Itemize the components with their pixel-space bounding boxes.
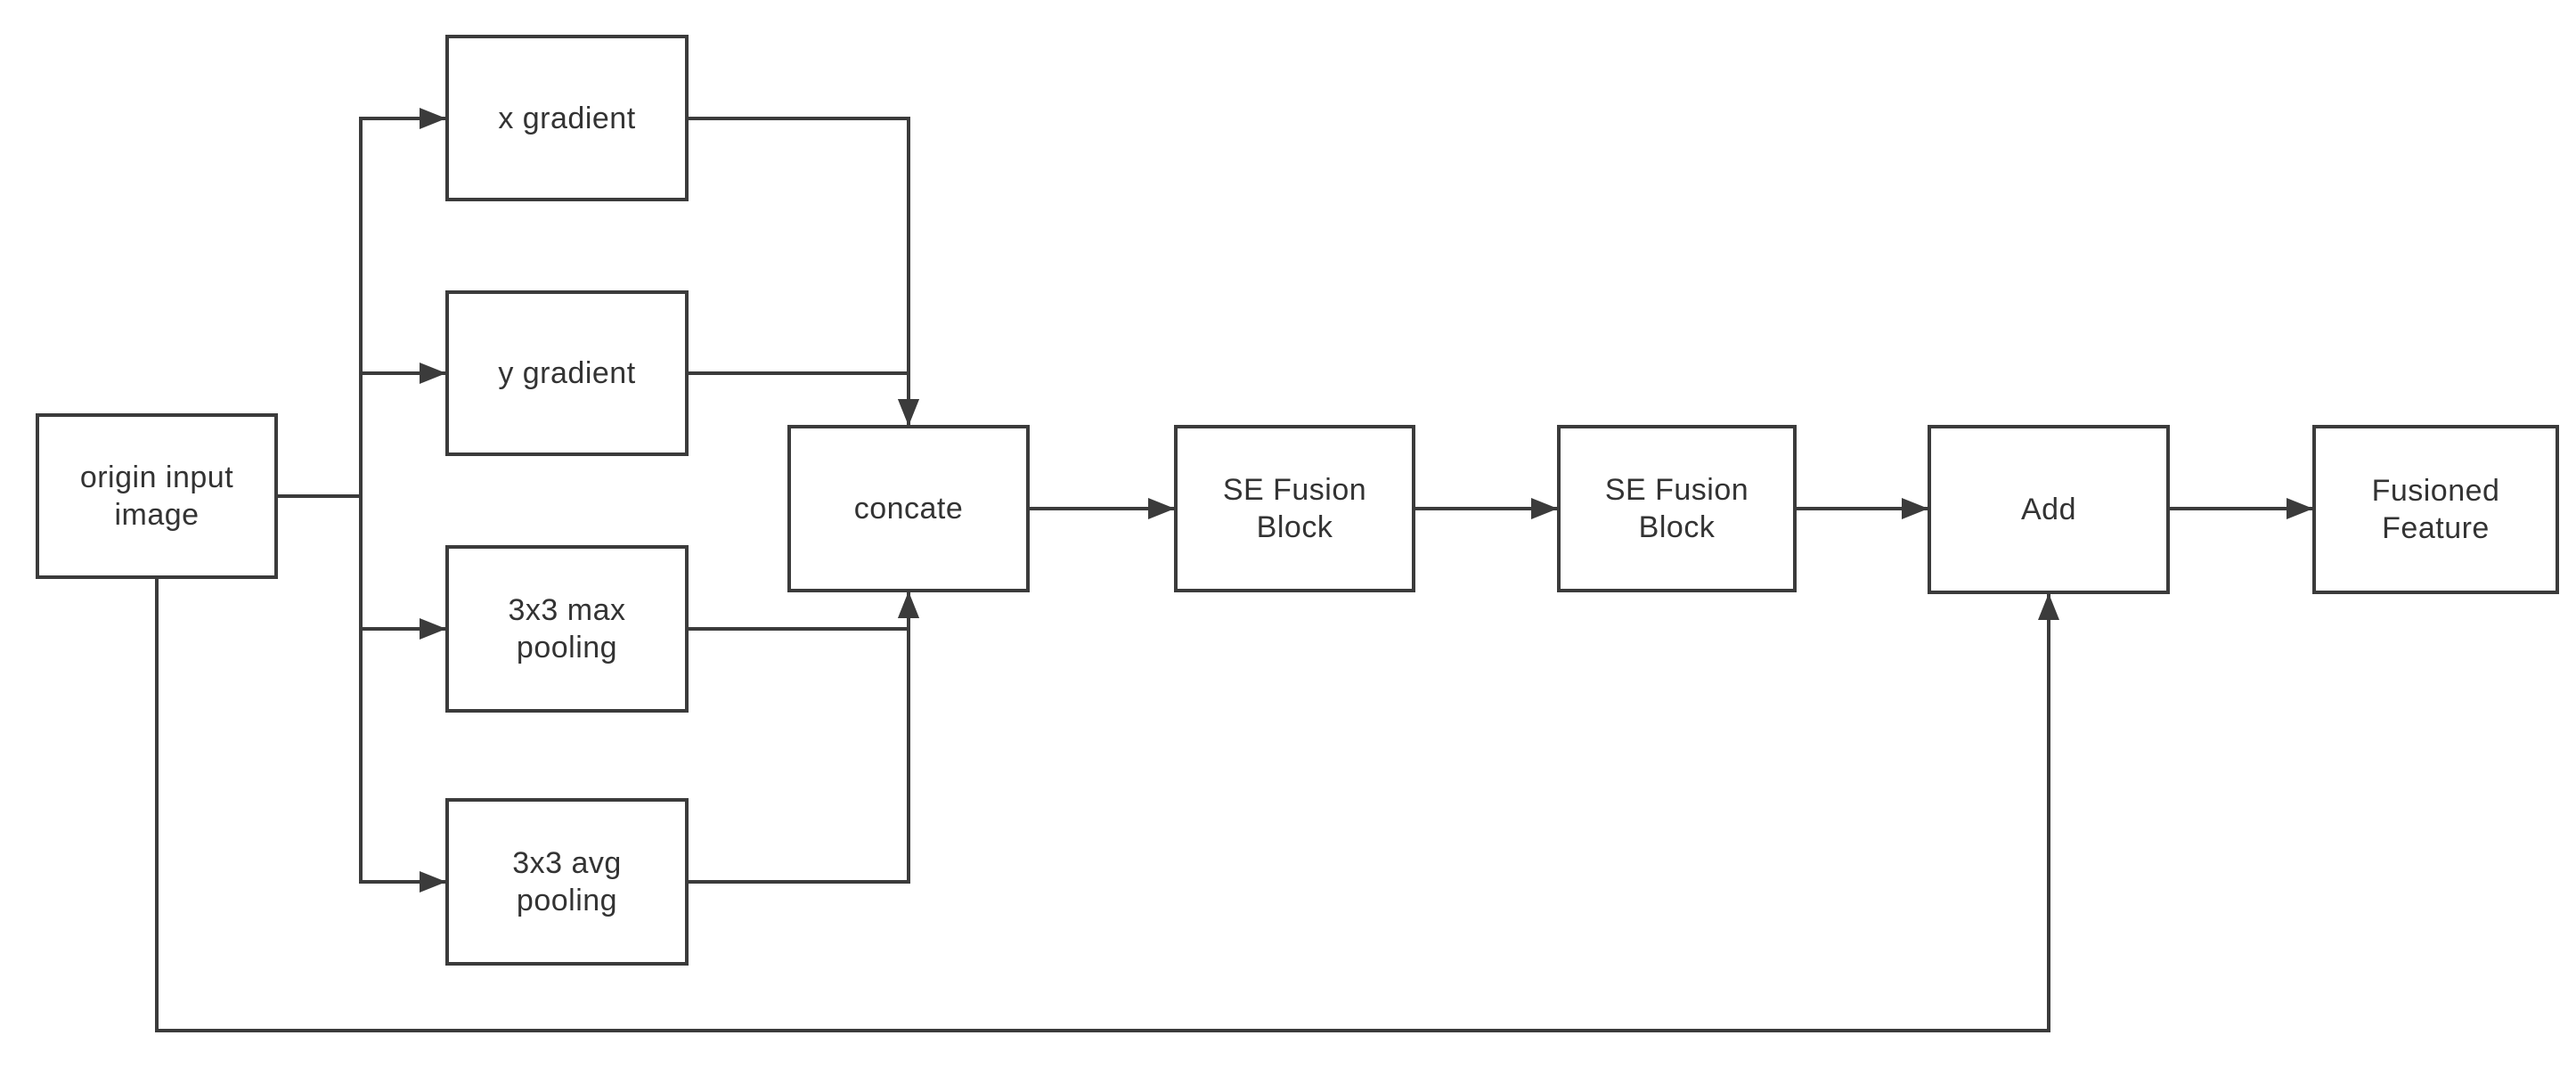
node-se-fusion-block-1: SE Fusion Block bbox=[1174, 425, 1415, 592]
node-fusioned-feature: Fusioned Feature bbox=[2312, 425, 2559, 594]
edge-y-gradient-to-concate bbox=[689, 371, 919, 426]
node-label: SE Fusion Block bbox=[1604, 473, 1749, 544]
node-x-gradient: x gradient bbox=[445, 35, 689, 201]
node-label: Add bbox=[2021, 493, 2076, 526]
node-label: 3x3 avg pooling bbox=[512, 846, 622, 917]
edge-avg-pooling-3x3-to-concate bbox=[689, 591, 919, 884]
node-label: 3x3 max pooling bbox=[508, 593, 626, 664]
node-3x3-max-pooling: 3x3 max pooling bbox=[445, 545, 689, 713]
node-concate: concate bbox=[787, 425, 1030, 592]
node-label: x gradient bbox=[498, 101, 636, 135]
node-label: y gradient bbox=[498, 356, 636, 390]
edge-x-gradient-to-concate bbox=[689, 117, 919, 426]
node-origin-input-image: origin input image bbox=[36, 413, 278, 579]
node-3x3-avg-pooling: 3x3 avg pooling bbox=[445, 798, 689, 966]
node-se-fusion-block-2: SE Fusion Block bbox=[1557, 425, 1797, 592]
edge-origin-input-image-to-add bbox=[155, 579, 2059, 1032]
edge-max-pooling-3x3-to-concate bbox=[689, 591, 919, 631]
node-label: Fusioned Feature bbox=[2371, 474, 2500, 545]
edge-origin-input-image-to-y-gradient bbox=[278, 363, 446, 498]
node-label: SE Fusion Block bbox=[1222, 473, 1367, 544]
node-label: concate bbox=[853, 492, 964, 526]
node-label: origin input image bbox=[79, 461, 234, 532]
node-add: Add bbox=[1928, 425, 2170, 594]
node-y-gradient: y gradient bbox=[445, 290, 689, 456]
edge-origin-input-image-to-avg-pooling-3x3 bbox=[278, 494, 446, 893]
